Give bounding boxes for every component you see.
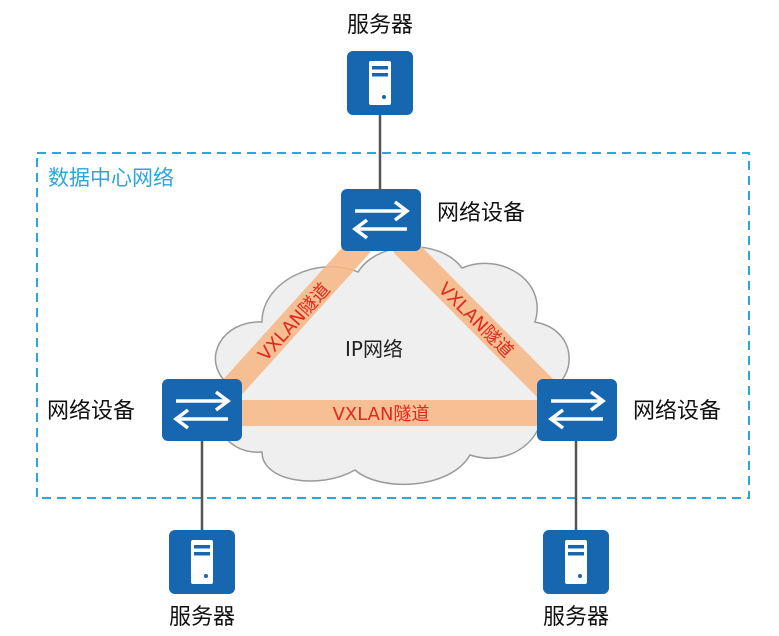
- data-center-boundary: [36, 152, 750, 499]
- vxlan-tunnel-bottom-label: VXLAN隧道: [333, 404, 430, 425]
- server-right-icon: [543, 530, 609, 594]
- network-device-right-label: 网络设备: [633, 399, 721, 424]
- server-top-icon: [347, 51, 413, 115]
- network-device-top-label: 网络设备: [437, 201, 525, 226]
- server-right-label: 服务器: [543, 605, 609, 630]
- server-left-icon: [169, 530, 235, 594]
- vxlan-tunnel-right: [392, 234, 557, 400]
- network-device-left-icon: [160, 377, 244, 443]
- server-top-label: 服务器: [347, 13, 413, 38]
- vxlan-tunnel-left: [216, 234, 372, 404]
- vxlan-tunnel-bottom: [240, 400, 540, 426]
- ip-network-label: IP网络: [345, 337, 403, 361]
- network-device-top-icon: [339, 187, 423, 253]
- server-left-label: 服务器: [169, 605, 235, 630]
- network-device-right-icon: [535, 377, 619, 443]
- data-center-title: 数据中心网络: [48, 166, 174, 190]
- network-device-left-label: 网络设备: [47, 399, 135, 424]
